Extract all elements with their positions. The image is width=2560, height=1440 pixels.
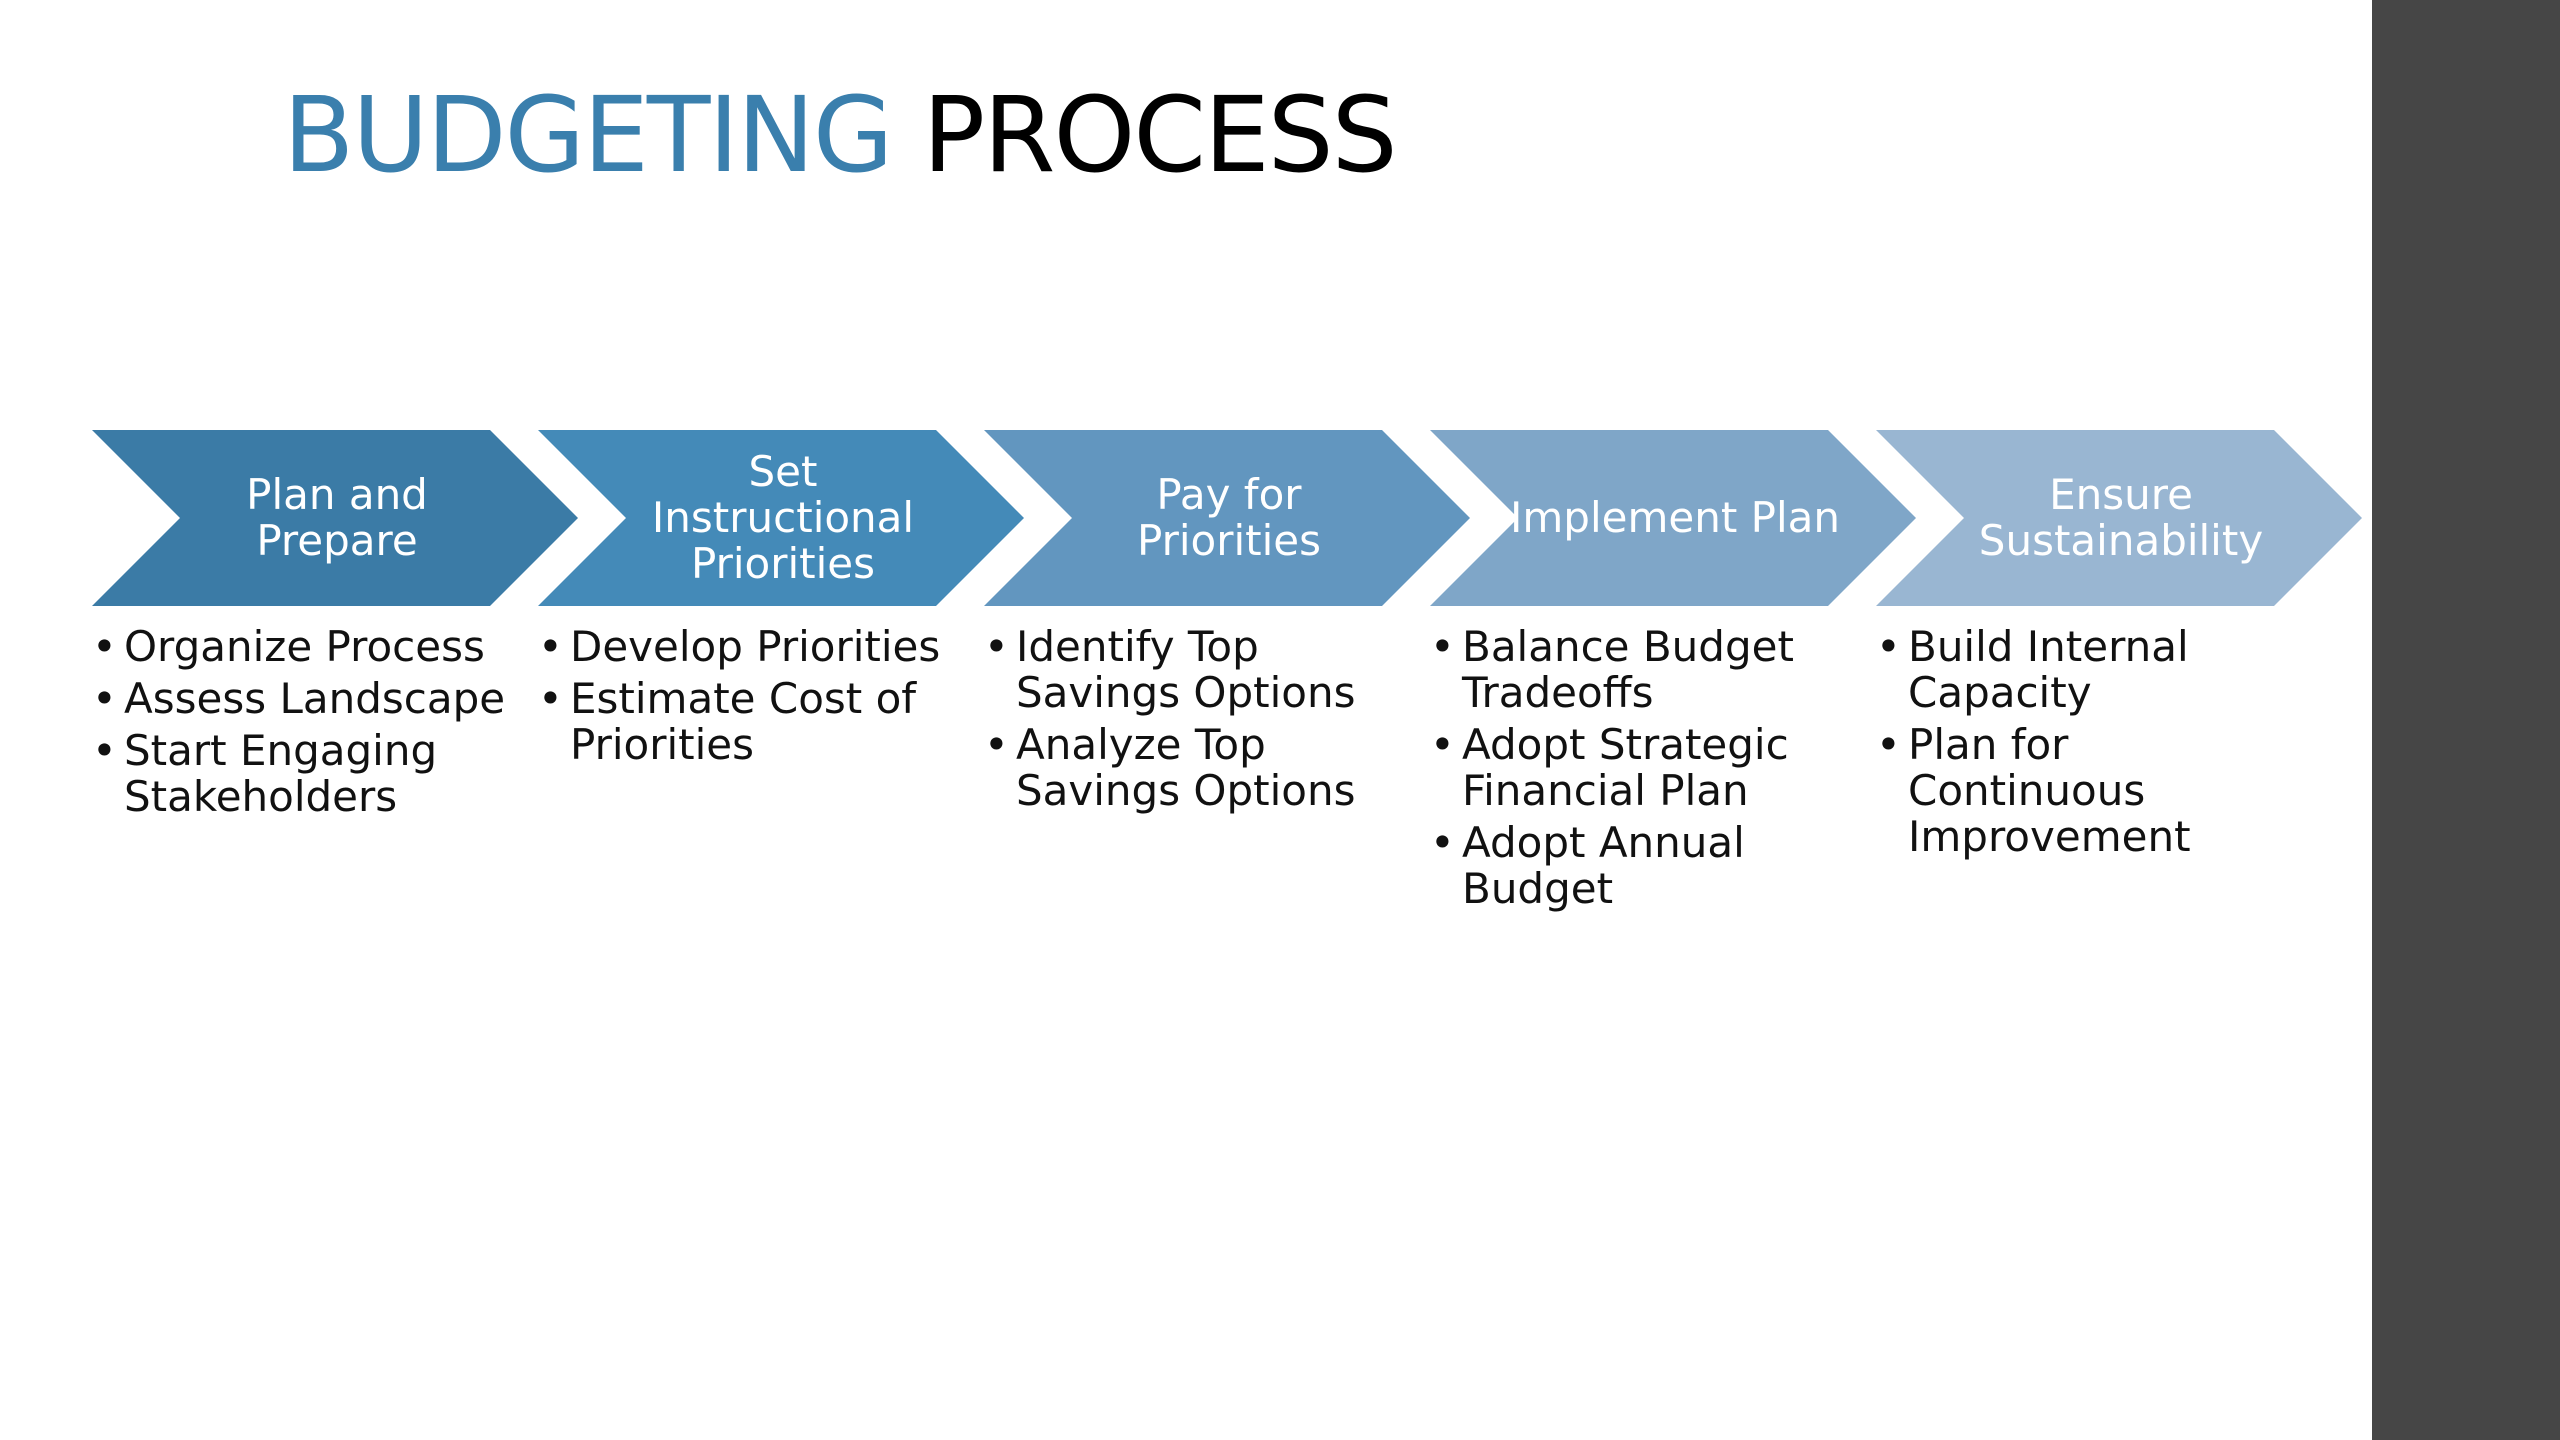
chevron-step-3 [984,430,1470,606]
step-2-bullet-list: •Develop Priorities •Estimate Cost of Pr… [538,624,958,774]
process-chevrons [92,430,2362,606]
list-item: •Plan for Continuous Improvement [1876,720,2191,861]
chevron-step-1 [92,430,578,606]
step-3-bullet-list: •Identify Top Savings Options •Analyze T… [984,624,1404,820]
list-item: •Develop Priorities [538,622,941,671]
list-item: •Start Engaging Stakeholders [92,726,438,821]
step-1-label: Plan and Prepare [246,470,428,565]
list-item: •Adopt Strategic Financial Plan [1430,720,1789,815]
title-word: PROCESS [922,74,1398,196]
list-item: •Adopt Annual Budget [1430,818,1745,913]
list-item: •Assess Landscape [92,674,506,723]
side-panel [2372,0,2560,1440]
chevron-step-4 [1430,430,1916,606]
list-item: •Estimate Cost of Priorities [538,674,917,769]
step-3-label: Pay for Priorities [1136,470,1322,565]
list-item: •Analyze Top Savings Options [984,720,1356,815]
chevron-step-2 [538,430,1024,606]
step-5-label: Ensure Sustainability [1978,470,2264,565]
slide-title: BUDGETING PROCESS [283,78,1398,192]
slide: BUDGETING PROCESS Plan and Prepare Set I… [92,77,2362,918]
title-accent-word: BUDGETING [283,74,893,196]
list-item: •Identify Top Savings Options [984,622,1356,717]
list-item: •Build Internal Capacity [1876,622,2189,717]
list-item: •Balance Budget Tradeoffs [1430,622,1794,717]
list-item: •Organize Process [92,622,485,671]
step-4-label: Implement Plan [1510,493,1841,542]
chevron-step-5 [1876,430,2362,606]
step-1-bullet-list: •Organize Process •Assess Landscape •Sta… [92,624,512,826]
step-4-bullet-list: •Balance Budget Tradeoffs •Adopt Strateg… [1430,624,1850,918]
step-5-bullet-list: •Build Internal Capacity •Plan for Conti… [1876,624,2296,866]
step-2-label: Set Instructional Priorities [651,447,915,588]
